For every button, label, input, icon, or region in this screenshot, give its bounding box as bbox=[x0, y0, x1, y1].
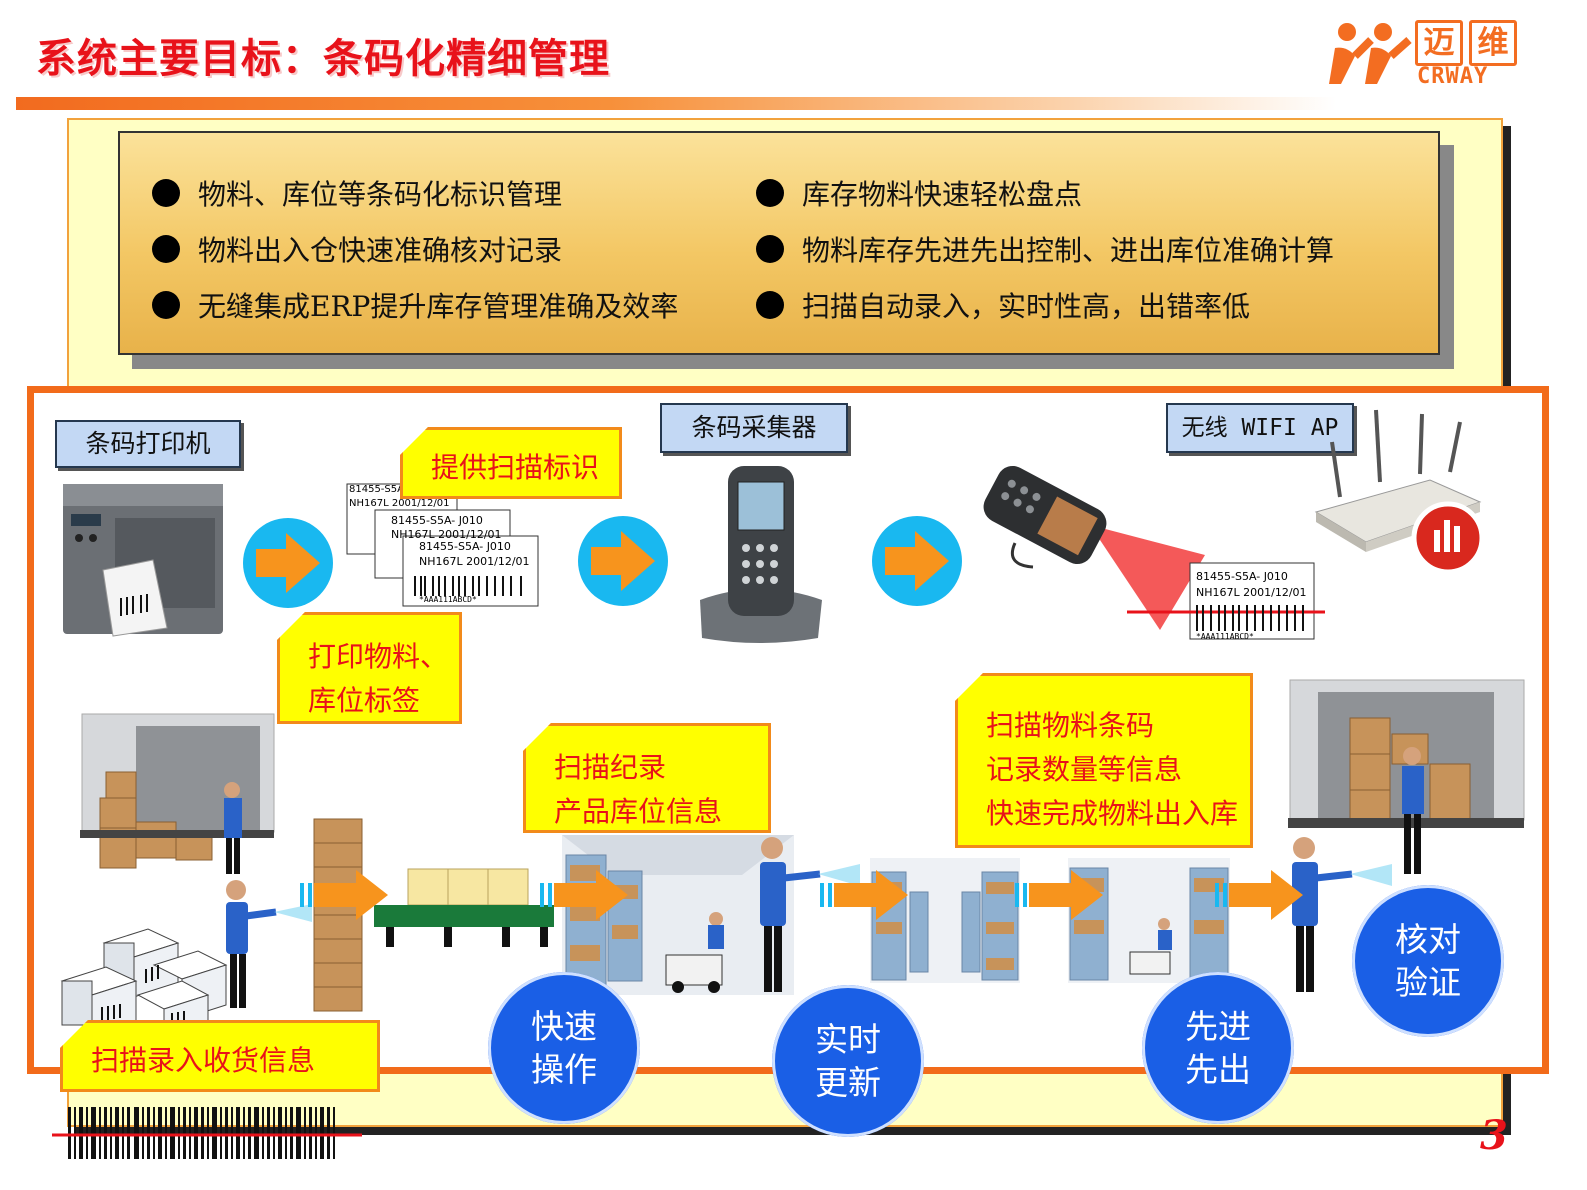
logo-english: CRWAY bbox=[1417, 64, 1489, 89]
goals-box: 物料、库位等条码化标识管理 物料出入仓快速准确核对记录 无缝集成ERP提升库存管… bbox=[118, 131, 1440, 355]
label-text: NH167L 2001/12/01 bbox=[349, 498, 450, 509]
arrow-right-icon bbox=[243, 518, 333, 608]
page-number: 3 bbox=[1480, 1112, 1508, 1159]
bullet-icon bbox=[756, 179, 784, 207]
barcode-printer-icon bbox=[63, 484, 223, 637]
wifi-access-point-icon bbox=[1314, 409, 1485, 575]
logo-char-1: 迈 bbox=[1415, 20, 1463, 66]
company-logo: 迈 维 CRWAY bbox=[1325, 18, 1525, 90]
callout-receive-info: 扫描录入收货信息 bbox=[60, 1020, 380, 1092]
worker-scanning-icon bbox=[760, 837, 860, 992]
handheld-scanner-cradle-icon bbox=[700, 466, 822, 643]
callout-scan-material: 扫描物料条码记录数量等信息快速完成物料出入库 bbox=[955, 673, 1253, 848]
label-text: NH167L 2001/12/01 bbox=[1196, 586, 1307, 599]
barcode-labels-stack: 81455-S5A- J010 NH167L 2001/12/01 81455-… bbox=[345, 480, 545, 614]
carton-boxes-icon bbox=[60, 928, 228, 1034]
label-text: 81455-S5A- J010 bbox=[349, 484, 433, 495]
truck-unloading-right-icon bbox=[1288, 679, 1525, 874]
goal-item: 物料库存先进先出控制、进出库位准确计算 bbox=[756, 229, 1334, 269]
conveyor-belt-icon bbox=[374, 868, 554, 947]
bullet-icon bbox=[756, 291, 784, 319]
arrow-right-icon bbox=[578, 516, 668, 606]
title-underline-bar bbox=[16, 97, 1336, 110]
label-code: *AAA111ABCD* bbox=[1196, 632, 1254, 641]
worker-scanning-icon bbox=[226, 880, 312, 1008]
label-text: NH167L 2001/12/01 bbox=[419, 555, 530, 568]
goal-item: 物料、库位等条码化标识管理 bbox=[152, 173, 562, 213]
mobile-scanner-beam-icon bbox=[983, 465, 1325, 640]
label-code: *AAA111ABCD* bbox=[419, 595, 477, 604]
callout-scan-identifier: 提供扫描标识 bbox=[400, 427, 622, 499]
bullet-icon bbox=[756, 235, 784, 263]
label-text: NH167L 2001/12/01 bbox=[391, 528, 502, 541]
callout-scan-record: 扫描纪录产品库位信息 bbox=[523, 723, 771, 833]
collector-label: 条码采集器 bbox=[660, 403, 848, 453]
barcode-labels-icon bbox=[346, 483, 539, 607]
flow-arrow-icon bbox=[300, 870, 388, 920]
benefit-fast-operation: 快速操作 bbox=[488, 972, 640, 1124]
wifi-label: 无线 WIFI AP bbox=[1166, 403, 1354, 453]
bullet-icon bbox=[152, 179, 180, 207]
worker-scanning-icon bbox=[1292, 837, 1392, 992]
flow-arrow-icon bbox=[1215, 870, 1303, 920]
page-title: 系统主要目标：条码化精细管理 bbox=[36, 36, 610, 82]
label-text: 81455-S5A- J010 bbox=[391, 514, 483, 527]
goal-item: 无缝集成ERP提升库存管理准确及效率 bbox=[152, 285, 678, 325]
benefit-verification: 核对验证 bbox=[1352, 885, 1504, 1037]
callout-print-labels: 打印物料、库位标签 bbox=[277, 612, 462, 724]
warehouse-aisle-icon bbox=[870, 858, 1020, 983]
truck-loading-left-icon bbox=[80, 713, 275, 874]
goal-item: 物料出入仓快速准确核对记录 bbox=[152, 229, 562, 269]
benefit-fifo: 先进先出 bbox=[1142, 972, 1294, 1124]
bullet-icon bbox=[152, 291, 180, 319]
benefit-realtime-update: 实时更新 bbox=[772, 985, 924, 1137]
flow-arrow-icon bbox=[820, 870, 908, 920]
label-text: 81455-S5A- J010 bbox=[1196, 570, 1288, 583]
logo-figures-icon bbox=[1329, 23, 1412, 84]
flow-arrow-icon bbox=[1015, 870, 1103, 920]
label-text: 81455-S5A- J010 bbox=[419, 540, 511, 553]
bullet-icon bbox=[152, 235, 180, 263]
flow-arrow-icon bbox=[540, 870, 628, 920]
goal-item: 扫描自动录入，实时性高，出错率低 bbox=[756, 285, 1250, 325]
logo-char-2: 维 bbox=[1469, 20, 1517, 66]
goal-item: 库存物料快速轻松盘点 bbox=[756, 173, 1082, 213]
arrow-right-icon bbox=[872, 516, 962, 606]
warehouse-forklift-icon bbox=[1068, 858, 1230, 983]
printer-label: 条码打印机 bbox=[55, 420, 241, 468]
footer-barcode-icon bbox=[52, 1107, 362, 1159]
